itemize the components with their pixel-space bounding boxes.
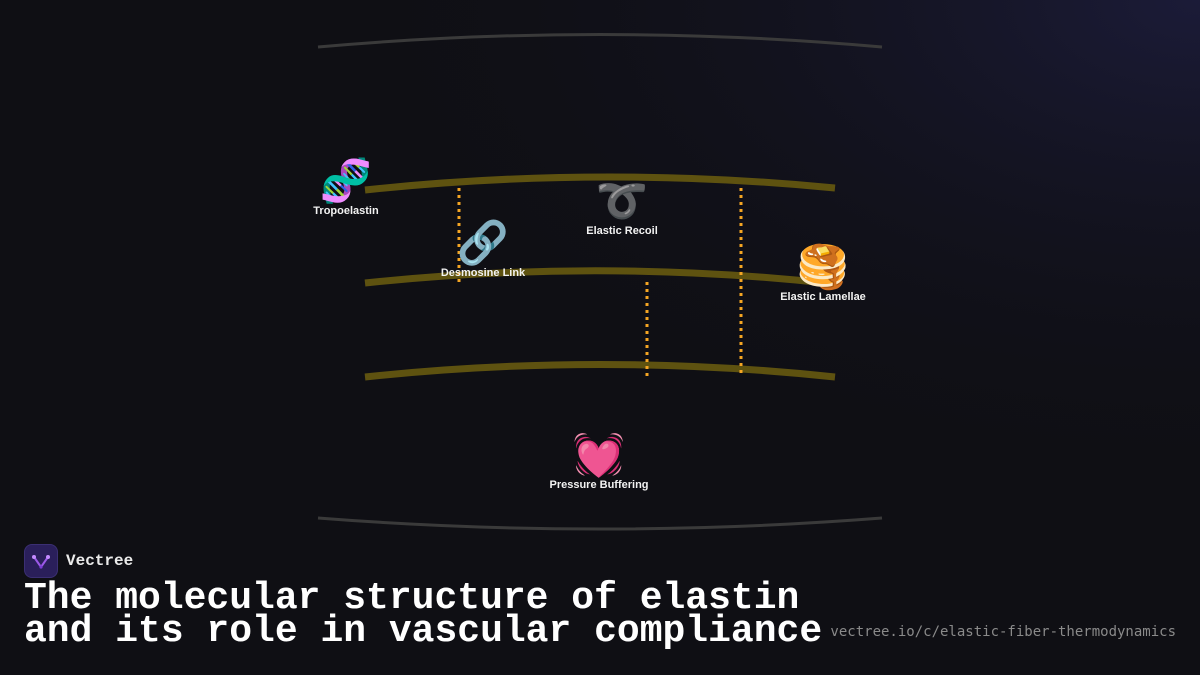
node-elastic-recoil: ➰ Elastic Recoil — [586, 176, 658, 238]
vessel-wall-bottom — [317, 516, 883, 531]
brand: Vectree — [24, 544, 133, 578]
node-desmosine-link: 🔗 Desmosine Link — [440, 218, 526, 280]
elastic-fiber-3 — [364, 361, 836, 381]
pancakes-icon: 🥞 — [796, 242, 850, 291]
node-label: Elastic Lamellae — [780, 291, 866, 303]
elastic-fiber-2 — [364, 267, 836, 288]
curly-loop-icon: ➰ — [595, 176, 649, 225]
node-label: Desmosine Link — [440, 267, 526, 279]
vessel-wall-top — [317, 33, 883, 49]
node-pressure-buffering: 💓 Pressure Buffering — [549, 430, 649, 492]
source-url[interactable]: vectree.io/c/elastic-fiber-thermodynamic… — [830, 624, 1176, 640]
node-label: Tropoelastin — [313, 205, 379, 217]
dna-icon: 🧬 — [319, 156, 373, 205]
node-tropoelastin: 🧬 Tropoelastin — [313, 156, 379, 218]
vectree-logo-icon — [24, 544, 58, 578]
link-icon: 🔗 — [456, 218, 510, 267]
node-elastic-lamellae: 🥞 Elastic Lamellae — [780, 242, 866, 304]
node-label: Pressure Buffering — [549, 479, 649, 491]
beating-heart-icon: 💓 — [572, 430, 626, 479]
elastic-fiber-1 — [364, 173, 836, 194]
page-title: The molecular structure of elastin and i… — [24, 577, 823, 653]
brand-name: Vectree — [66, 552, 134, 570]
node-label: Elastic Recoil — [586, 225, 658, 237]
